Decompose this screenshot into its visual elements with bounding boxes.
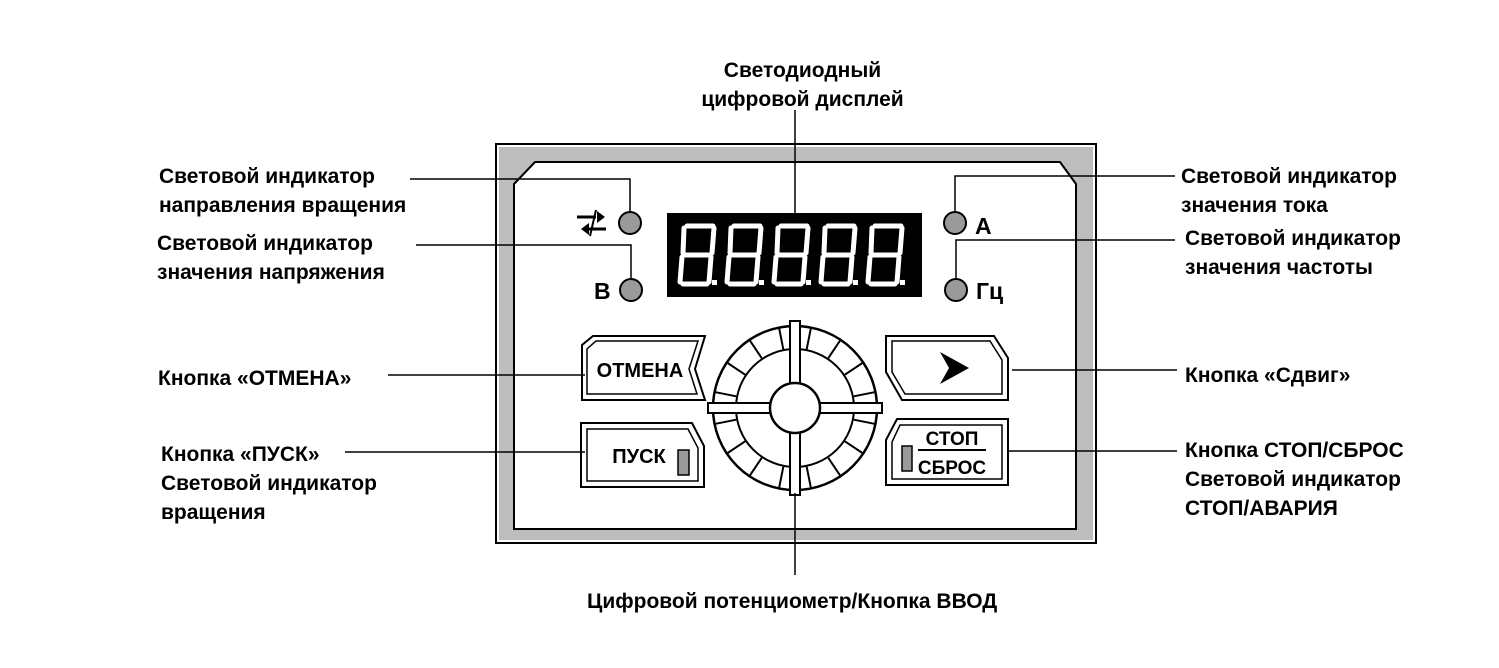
knob-ridge: [805, 466, 812, 488]
run-button[interactable]: ПУСК: [580, 422, 705, 488]
display-segment: [724, 254, 732, 285]
knob-ridge: [727, 440, 746, 454]
cancel-button[interactable]: ОТМЕНА: [581, 335, 707, 401]
display-segment: [709, 225, 717, 256]
direction-led: [618, 211, 642, 235]
knob-ridge: [844, 362, 863, 376]
knob-ridge: [778, 466, 785, 488]
display-segment: [818, 254, 826, 285]
display-digit: [771, 223, 811, 287]
voltage-callout: [416, 244, 632, 279]
knob-ridge: [715, 391, 737, 398]
direction-callout: [410, 178, 631, 212]
display-segment: [850, 225, 858, 256]
display-segment: [865, 254, 873, 285]
display-decimal-point: [712, 280, 717, 285]
cancel-button-label: Кнопка «ОТМЕНА»: [158, 367, 352, 390]
display-segment: [897, 225, 905, 256]
knob-ridge: [778, 328, 785, 350]
display-segment: [706, 254, 714, 285]
current-callout: [954, 175, 1175, 212]
current-unit: А: [975, 213, 992, 239]
display-segment: [868, 225, 875, 256]
stop-button-text-bottom: СБРОС: [918, 458, 987, 479]
display-decimal-point: [806, 280, 811, 285]
stop-reset-button[interactable]: СТОП СБРОС: [885, 418, 1009, 486]
display-segment: [774, 225, 781, 256]
knob-ridge: [853, 391, 875, 398]
display-segment: [771, 254, 779, 285]
voltage-led-label: Световой индикатор значения напряжения: [157, 232, 385, 284]
knob-ridge: [853, 418, 875, 425]
display-digit: [865, 223, 905, 287]
display-segment: [756, 225, 764, 256]
frequency-unit: Гц: [976, 278, 1003, 304]
knob-ridge: [749, 340, 763, 359]
display-segment: [677, 254, 685, 285]
display-segment: [803, 225, 811, 256]
display-label: Светодиодный цифровой дисплей: [701, 59, 904, 111]
display-segment: [847, 254, 855, 285]
knob-ridge: [715, 418, 737, 425]
frequency-led-label: Световой индикатор значения частоты: [1185, 227, 1401, 279]
current-led: [943, 211, 967, 235]
display-segment: [894, 254, 902, 285]
knob-ridge: [827, 457, 841, 476]
frequency-led: [944, 278, 968, 302]
display-segment: [821, 225, 828, 256]
display-segment: [800, 254, 808, 285]
cancel-button-text: ОТМЕНА: [597, 360, 684, 382]
stop-button-label: Кнопка СТОП/СБРОС Световой индикатор СТО…: [1185, 439, 1404, 520]
display-digit: [724, 223, 764, 287]
knob-ridge: [844, 440, 863, 454]
direction-led-label: Световой индикатор направления вращения: [159, 165, 407, 217]
display-decimal-point: [900, 280, 905, 285]
shift-button[interactable]: [885, 335, 1009, 401]
direction-arrows-icon: [577, 209, 606, 237]
display-digits: [677, 223, 905, 287]
display-segment: [680, 225, 687, 256]
stop-indicator-led: [901, 445, 913, 472]
current-led-label: Световой индикатор значения тока: [1181, 165, 1397, 217]
knob-ridge: [727, 362, 746, 376]
display-digit: [677, 223, 717, 287]
potentiometer-knob[interactable]: [707, 320, 883, 496]
display-decimal-point: [759, 280, 764, 285]
voltage-led: [619, 278, 643, 302]
knob-ridge: [749, 457, 763, 476]
display-segment: [727, 225, 734, 256]
run-indicator-led: [677, 449, 690, 476]
knob-ridge: [827, 340, 841, 359]
display-digit: [818, 223, 858, 287]
callout-lines: [345, 110, 1177, 575]
potentiometer-label: Цифровой потенциометр/Кнопка ВВОД: [587, 590, 998, 613]
knob-ridge: [805, 328, 812, 350]
enter-button: [768, 381, 822, 435]
frequency-callout: [955, 239, 1175, 279]
voltage-unit: В: [594, 278, 611, 304]
stop-button-text-top: СТОП: [926, 429, 979, 450]
play-arrow-icon: [940, 352, 969, 384]
display-segment: [753, 254, 761, 285]
display-decimal-point: [853, 280, 858, 285]
run-button-text: ПУСК: [612, 446, 666, 468]
run-button-label: Кнопка «ПУСК» Световой индикатор вращени…: [161, 443, 377, 524]
shift-button-label: Кнопка «Сдвиг»: [1185, 364, 1351, 387]
